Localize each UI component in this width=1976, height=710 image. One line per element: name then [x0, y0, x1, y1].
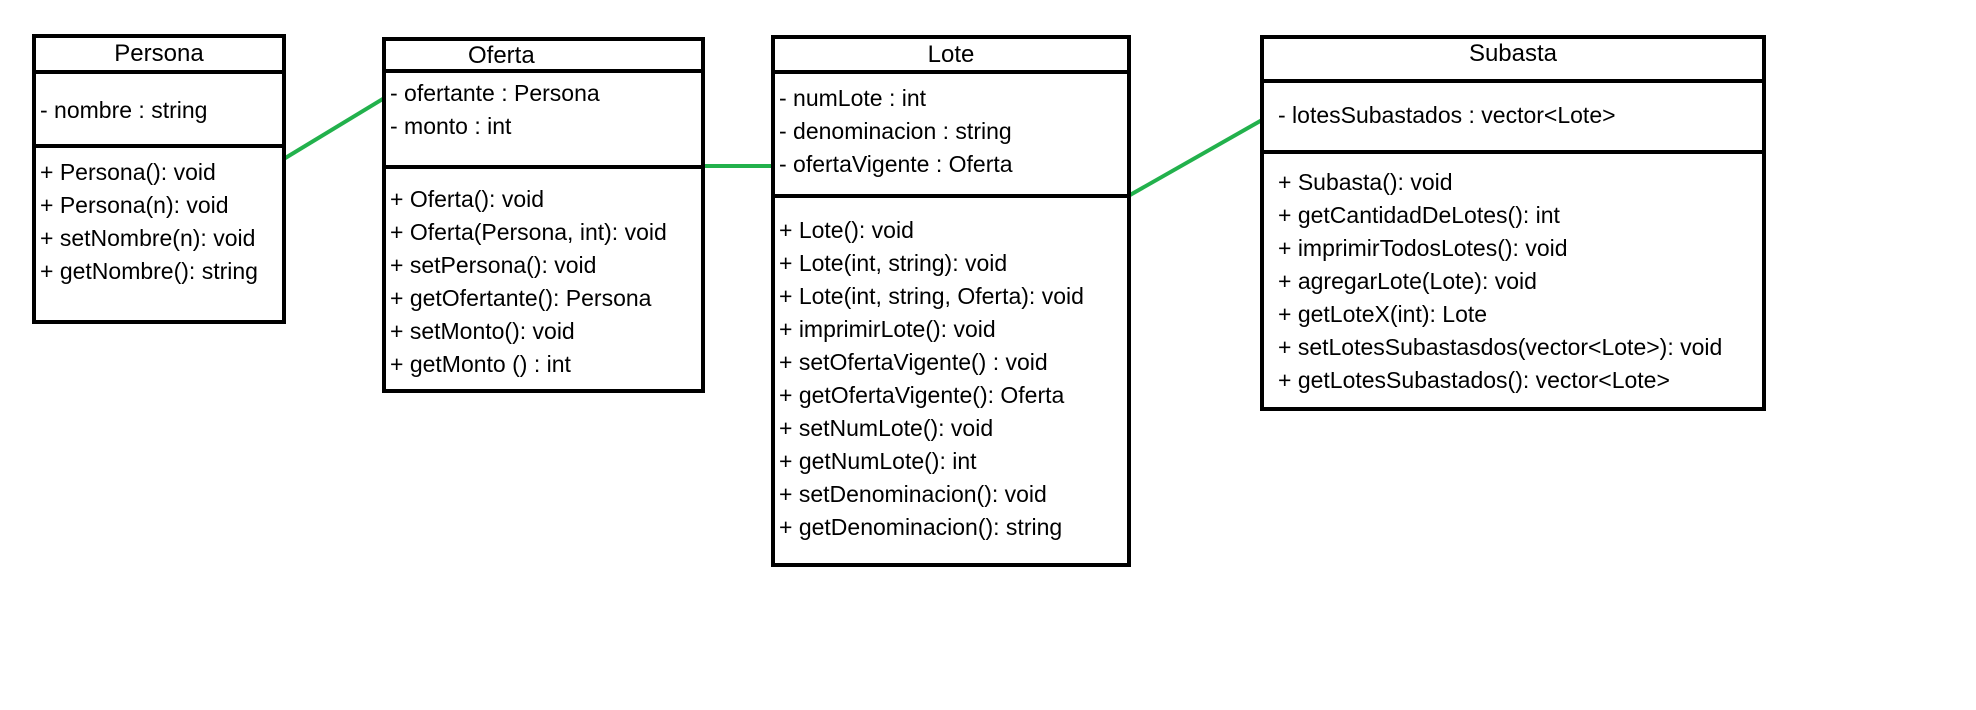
attribute: - nombre : string [40, 97, 208, 123]
methods-section: + Persona(): void + Persona(n): void + s… [36, 144, 282, 288]
attribute: - numLote : int [779, 85, 927, 111]
link-persona-oferta [280, 95, 388, 162]
class-name: Oferta [468, 42, 535, 69]
method: + Lote(int, string): void [779, 250, 1008, 276]
attributes-section: - ofertante : Persona - monto : int [386, 69, 701, 165]
class-subasta: Subasta - lotesSubastados : vector<Lote>… [1260, 35, 1766, 411]
method: + getLoteX(int): Lote [1278, 301, 1488, 327]
method: + getLotesSubastados(): vector<Lote> [1278, 367, 1670, 393]
method: + imprimirLote(): void [779, 316, 996, 342]
method: + setOfertaVigente() : void [779, 349, 1048, 375]
method: + agregarLote(Lote): void [1278, 268, 1537, 294]
method: + Lote(int, string, Oferta): void [779, 283, 1084, 309]
method: + getCantidadDeLotes(): int [1278, 202, 1560, 228]
class-persona: Persona - nombre : string + Persona(): v… [32, 34, 286, 324]
methods-section: + Lote(): void + Lote(int, string): void… [775, 194, 1127, 544]
method: + Oferta(Persona, int): void [390, 219, 667, 245]
attribute: - monto : int [390, 113, 512, 139]
method: + Persona(n): void [40, 192, 229, 218]
method: + setDenominacion(): void [779, 481, 1047, 507]
method: + setNumLote(): void [779, 415, 994, 441]
method: + Subasta(): void [1278, 169, 1453, 195]
attribute: - denominacion : string [779, 118, 1012, 144]
method: + Oferta(): void [390, 186, 545, 212]
method: + setNombre(n): void [40, 225, 256, 251]
method: + Persona(): void [40, 159, 216, 185]
method: + imprimirTodosLotes(): void [1278, 235, 1568, 261]
attributes-section: - lotesSubastados : vector<Lote> [1264, 79, 1762, 150]
method: + setLotesSubastasdos(vector<Lote>): voi… [1278, 334, 1723, 360]
attribute: - lotesSubastados : vector<Lote> [1278, 102, 1616, 128]
method: + getNumLote(): int [779, 448, 977, 474]
method: + setMonto(): void [390, 318, 575, 344]
methods-section: + Oferta(): void + Oferta(Persona, int):… [386, 165, 701, 381]
attributes-section: - nombre : string [36, 70, 282, 144]
method: + getDenominacion(): string [779, 514, 1063, 540]
attribute: - ofertante : Persona [390, 80, 600, 106]
class-name: Persona [114, 40, 204, 67]
method: + getNombre(): string [40, 258, 258, 284]
class-lote: Lote - numLote : int - denominacion : st… [771, 35, 1131, 567]
method: + getOfertaVigente(): Oferta [779, 382, 1065, 408]
attribute: - ofertaVigente : Oferta [779, 151, 1013, 177]
class-name: Lote [927, 41, 975, 68]
method: + Lote(): void [779, 217, 914, 243]
class-oferta: Oferta - ofertante : Persona - monto : i… [382, 37, 705, 393]
method: + getMonto () : int [390, 351, 571, 377]
method: + getOfertante(): Persona [390, 285, 652, 311]
method: + setPersona(): void [390, 252, 597, 278]
link-lote-subasta [1129, 118, 1263, 197]
class-name: Subasta [1468, 40, 1558, 67]
methods-section: + Subasta(): void + getCantidadDeLotes()… [1264, 150, 1762, 397]
attributes-section: - numLote : int - denominacion : string … [775, 70, 1127, 194]
